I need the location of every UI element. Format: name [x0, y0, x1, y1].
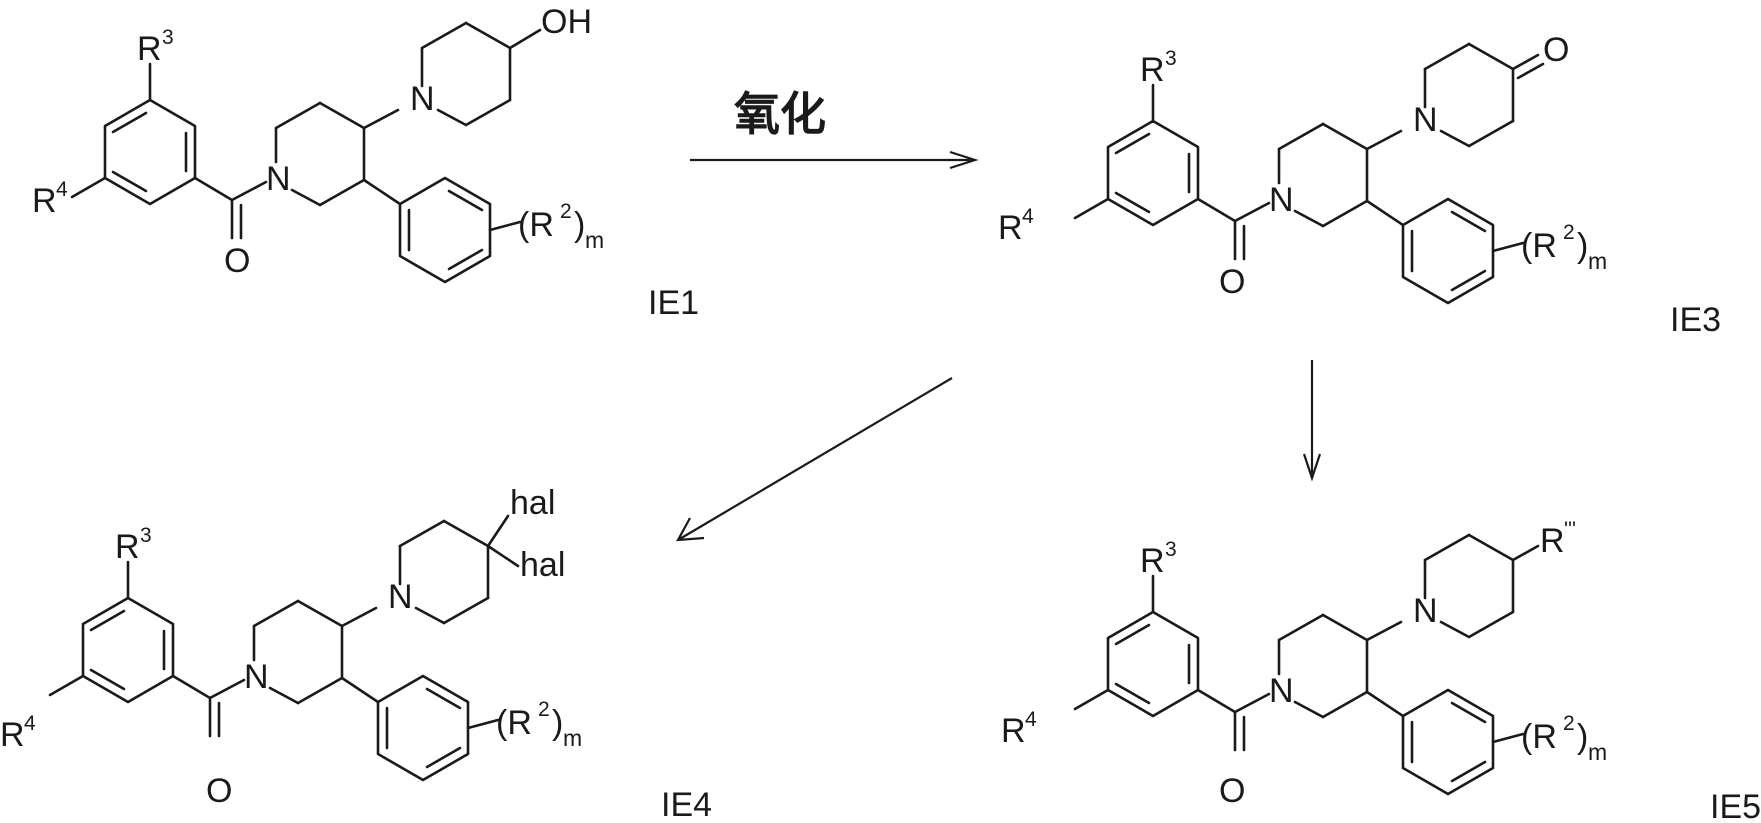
piperidine-nitrogen: N: [1269, 181, 1294, 219]
piperidinyl-nitrogen: N: [1413, 592, 1438, 630]
r4-superscript: 4: [56, 178, 68, 201]
r2-label-open: (R: [1521, 227, 1557, 265]
r3-superscript: 3: [162, 26, 174, 49]
halogen-1: hal: [510, 484, 555, 522]
compound-id-ie1: IE1: [648, 284, 699, 322]
r3-superscript: 3: [1165, 47, 1177, 70]
piperidine-nitrogen: N: [244, 658, 269, 696]
r4-superscript: 4: [24, 712, 36, 735]
r2-subscript: m: [585, 227, 604, 253]
r2-label-open: (R: [518, 206, 554, 244]
compound-id-ie3: IE3: [1670, 301, 1721, 339]
r3-label: R: [115, 528, 140, 566]
compound-ie5: R 3 R 4 O N N R ''' (R 2 ) m IE5: [1001, 518, 1761, 823]
carbonyl-oxygen: O: [1219, 263, 1245, 301]
piperidinyl-nitrogen: N: [388, 578, 413, 616]
compound-ie1: R 3 R 4 O N N OH (R 2 ) m IE1: [32, 3, 699, 322]
piperidinyl-nitrogen: N: [1413, 101, 1438, 139]
r-prime-superscript: ''': [1564, 518, 1576, 541]
r2-superscript: 2: [1563, 221, 1575, 244]
r3-superscript: 3: [1165, 538, 1177, 561]
r4-label: R: [998, 209, 1023, 247]
halogen-2: hal: [520, 546, 565, 584]
r4-label: R: [0, 716, 25, 754]
r2-superscript: 2: [538, 698, 550, 721]
compound-id-ie4: IE4: [661, 786, 712, 823]
r3-label: R: [137, 30, 162, 68]
r2-subscript: m: [563, 725, 582, 751]
piperidine-nitrogen: N: [266, 160, 291, 198]
compound-ie3: R 3 R 4 O N N O (R 2 ) m IE3: [998, 31, 1721, 339]
r4-superscript: 4: [1025, 708, 1037, 731]
r2-label-close: ): [552, 704, 563, 742]
r2-subscript: m: [1588, 248, 1607, 274]
r2-label-close: ): [1577, 227, 1588, 265]
reagent-label: 氧化: [734, 87, 826, 141]
r3-superscript: 3: [140, 524, 152, 547]
r2-label-open: (R: [496, 704, 532, 742]
r3-label: R: [1140, 51, 1165, 89]
r4-superscript: 4: [1022, 205, 1034, 228]
hydroxyl-group: OH: [541, 3, 592, 41]
ketone-oxygen: O: [1543, 31, 1569, 69]
arrow-to-ie5: [1304, 360, 1320, 478]
arrow-to-ie4: [678, 378, 952, 540]
r-prime-label: R: [1540, 522, 1565, 560]
piperidinyl-nitrogen: N: [410, 80, 435, 118]
r2-label-close: ): [1577, 718, 1588, 756]
r2-superscript: 2: [560, 200, 572, 223]
r2-superscript: 2: [1563, 712, 1575, 735]
oxidation-arrow: 氧化: [690, 87, 975, 168]
r2-subscript: m: [1588, 739, 1607, 765]
r2-label-close: ): [574, 206, 585, 244]
r4-label: R: [1001, 712, 1026, 750]
carbonyl-oxygen: O: [1219, 772, 1245, 810]
carbonyl-oxygen: O: [206, 772, 232, 810]
carbonyl-oxygen: O: [224, 242, 250, 280]
r4-label: R: [32, 182, 57, 220]
piperidine-nitrogen: N: [1269, 672, 1294, 710]
r2-label-open: (R: [1521, 718, 1557, 756]
r3-label: R: [1140, 542, 1165, 580]
compound-id-ie5: IE5: [1710, 788, 1761, 823]
compound-ie4: R 3 R 4 O N N hal hal (R 2 ) m IE4: [0, 484, 712, 823]
